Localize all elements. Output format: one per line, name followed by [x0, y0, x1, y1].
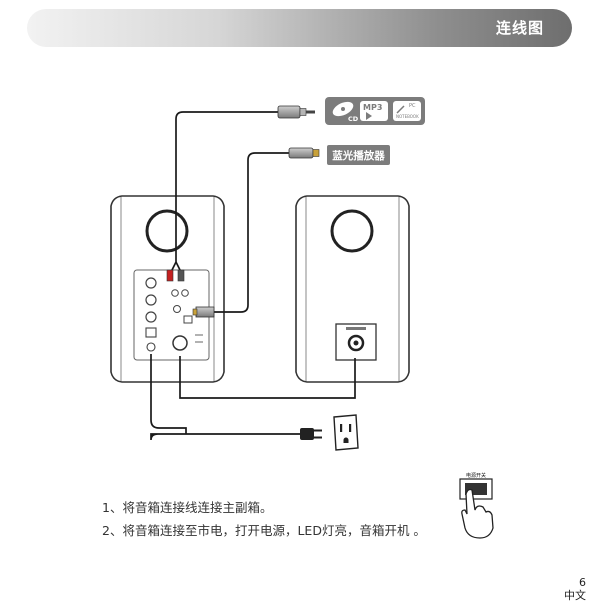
page-title: 连线图	[495, 19, 544, 37]
page-footer: 6 中文	[564, 576, 586, 602]
main-speaker-power-jack	[172, 335, 188, 351]
mp3-icon: MP3	[360, 101, 388, 121]
bluray-coax-plug	[288, 147, 320, 159]
mp3-label: MP3	[363, 103, 382, 112]
bluray-player-label: 蓝光播放器	[327, 145, 390, 165]
cables	[150, 111, 356, 441]
cd-label: CD	[348, 115, 359, 123]
sub-speaker	[295, 195, 410, 383]
power-switch-icon: 电源开关	[459, 472, 494, 539]
main-speaker	[110, 195, 225, 383]
sub-speaker-woofer	[330, 209, 374, 253]
audio-jack-plug	[277, 105, 315, 119]
page-number: 6	[579, 576, 586, 589]
instruction-step-1: 1、将音箱连接线连接主副箱。	[102, 500, 273, 515]
instructions: 1、将音箱连接线连接主副箱。 2、将音箱连接至市电，打开电源，LED灯亮，音箱开…	[102, 496, 426, 542]
hand-icon	[461, 488, 494, 539]
instruction-step-2: 2、将音箱连接至市电，打开电源，LED灯亮，音箱开机 。	[102, 523, 426, 538]
header-bar: 连线图	[27, 9, 572, 47]
cd-icon: CD	[332, 101, 359, 123]
main-speaker-woofer	[145, 209, 189, 253]
page-language: 中文	[564, 589, 586, 602]
source-badges: CD MP3 PC NOTEBOOK	[325, 97, 425, 125]
power-switch-label: 电源开关	[466, 472, 486, 479]
pc-sub-label: NOTEBOOK	[396, 114, 419, 119]
bluray-player-text: 蓝光播放器	[332, 149, 385, 162]
pc-icon: PC NOTEBOOK	[393, 101, 421, 121]
wall-outlet-icon	[333, 414, 359, 451]
pc-label: PC	[409, 103, 416, 109]
power-plug	[300, 428, 322, 440]
coax-plug-main	[192, 306, 215, 318]
